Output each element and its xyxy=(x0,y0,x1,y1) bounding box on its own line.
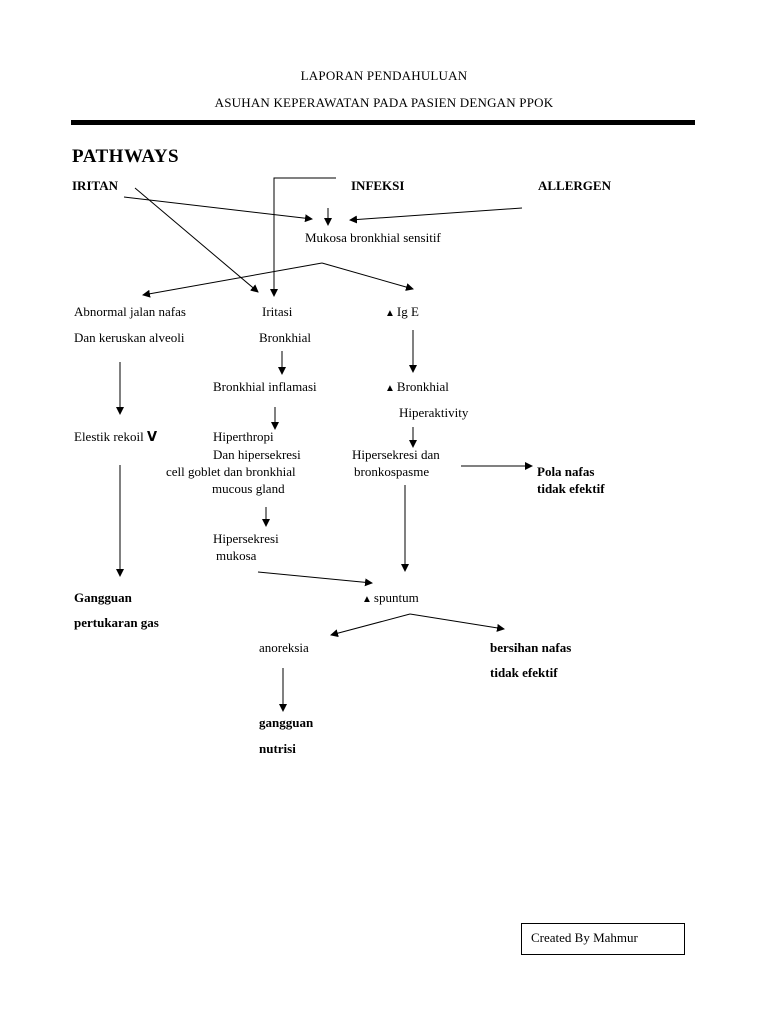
up-arrow-icon: ▲ xyxy=(385,383,395,394)
node-hiperthropi-line4: mucous gland xyxy=(212,481,285,496)
node-allergen: ALLERGEN xyxy=(538,178,611,193)
header-line-1: LAPORAN PENDAHULUAN xyxy=(300,68,468,83)
node-bronkhial-hiper-line1: ▲Bronkhial xyxy=(385,379,449,397)
node-hipersekresi-mukosa-line2: mukosa xyxy=(216,548,257,563)
credit-box: Created By Mahmur xyxy=(521,923,685,955)
arrow-iritan-iritasi xyxy=(134,187,259,293)
node-pola-nafas-line1: Pola nafas xyxy=(537,464,595,479)
node-hipersekresi-mukosa-line1: Hipersekresi xyxy=(213,531,279,546)
header-rule xyxy=(71,120,695,125)
node-iritan: IRITAN xyxy=(72,178,118,193)
node-spuntum: ▲spuntum xyxy=(362,590,419,608)
down-chevron-icon: V xyxy=(146,430,157,445)
node-iritasi-line1: Iritasi xyxy=(262,304,293,319)
node-elastik-rekoil: Elestik rekoil V xyxy=(74,429,157,445)
node-nutrisi-line1: gangguan xyxy=(259,715,314,730)
up-arrow-icon: ▲ xyxy=(385,308,395,319)
arrow-iritan-mukosa xyxy=(123,196,313,223)
arrow-spuntum-anoreksia xyxy=(330,613,411,638)
arrow-mukosa-spuntum xyxy=(257,571,373,587)
node-hipersekresi-bronko-line2: bronkospasme xyxy=(354,464,430,479)
node-gangguan-gas-line1: Gangguan xyxy=(74,590,132,605)
arrow-infeksi-iritasi xyxy=(270,177,336,297)
node-bronkhial-inflamasi: Bronkhial inflamasi xyxy=(213,379,317,394)
node-mukosa: Mukosa bronkhial sensitif xyxy=(305,230,441,245)
arrow-mukosa-ige xyxy=(321,262,414,291)
node-bersihan-line2: tidak efektif xyxy=(490,665,558,680)
arrow-spuntum-bersihan xyxy=(409,613,505,632)
node-iritasi-line2: Bronkhial xyxy=(259,330,311,345)
node-infeksi: INFEKSI xyxy=(351,178,405,193)
node-bersihan-line1: bersihan nafas xyxy=(490,640,572,655)
node-bronkhial-hiper-line2: Hiperaktivity xyxy=(399,405,469,420)
node-nutrisi-line2: nutrisi xyxy=(259,741,296,756)
header-line-2: ASUHAN KEPERAWATAN PADA PASIEN DENGAN PP… xyxy=(214,95,554,110)
node-gangguan-gas-line2: pertukaran gas xyxy=(74,615,159,630)
node-hiperthropi-line1: Hiperthropi xyxy=(213,429,274,444)
node-anoreksia: anoreksia xyxy=(259,640,309,655)
node-pola-nafas-line2: tidak efektif xyxy=(537,481,605,496)
node-ige: ▲Ig E xyxy=(385,304,419,322)
arrow-allergen-mukosa xyxy=(349,207,523,224)
credit-text: Created By Mahmur xyxy=(531,930,638,945)
node-abnormal-line2: Dan keruskan alveoli xyxy=(74,330,185,345)
arrow-mukosa-abnormal xyxy=(142,262,323,298)
page-title: PATHWAYS xyxy=(72,146,180,167)
node-hiperthropi-line3: cell goblet dan bronkhial xyxy=(166,464,296,479)
node-hiperthropi-line2: Dan hipersekresi xyxy=(213,447,301,462)
node-hipersekresi-bronko-line1: Hipersekresi dan xyxy=(352,447,440,462)
up-arrow-icon: ▲ xyxy=(362,594,372,605)
node-abnormal-line1: Abnormal jalan nafas xyxy=(74,304,186,319)
